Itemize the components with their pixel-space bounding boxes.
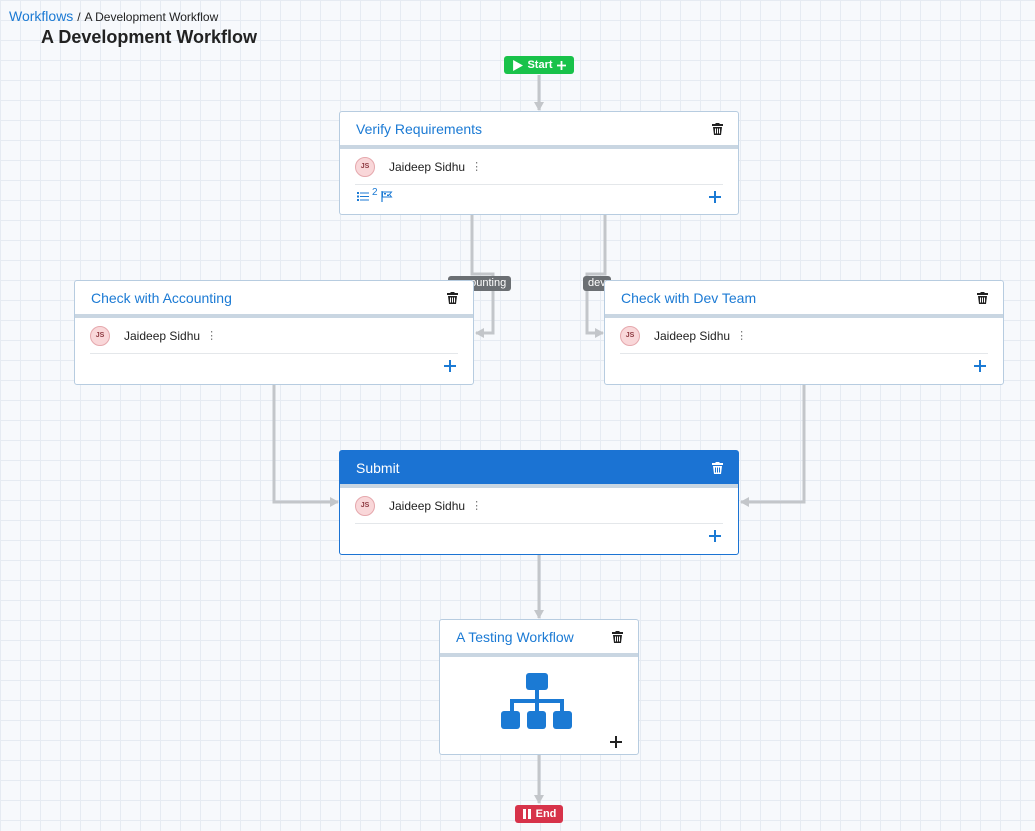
node-check-with-dev-team[interactable]: Check with Dev Team JS Jaideep Sidhu ⋮ xyxy=(604,280,1004,385)
node-footer: 2 xyxy=(355,185,723,213)
breadcrumb-workflows-link[interactable]: Workflows xyxy=(9,8,74,24)
assignee-name: Jaideep Sidhu xyxy=(654,328,731,343)
avatar: JS xyxy=(620,325,640,346)
start-node[interactable]: Start xyxy=(504,56,574,74)
checklist-indicator[interactable]: 2 xyxy=(357,187,393,202)
node-header: Verify Requirements xyxy=(340,112,738,149)
breadcrumb: Workflows / A Development Workflow xyxy=(9,8,218,24)
node-header: Check with Dev Team xyxy=(605,281,1003,318)
trash-icon[interactable] xyxy=(977,291,988,304)
add-step-button[interactable] xyxy=(610,736,622,748)
play-icon xyxy=(513,59,524,71)
node-check-with-accounting[interactable]: Check with Accounting JS Jaideep Sidhu ⋮ xyxy=(74,280,474,385)
node-header: Submit xyxy=(340,451,738,488)
node-footer xyxy=(90,354,458,382)
pause-icon xyxy=(522,809,531,819)
edge-verify-dev xyxy=(585,215,607,338)
start-label: Start xyxy=(527,59,553,71)
node-header: Check with Accounting xyxy=(75,281,473,318)
avatar: JS xyxy=(355,156,375,177)
add-step-button[interactable] xyxy=(974,360,986,372)
assignee-name: Jaideep Sidhu xyxy=(124,328,201,343)
avatar: JS xyxy=(90,325,110,346)
more-options-icon[interactable]: ⋮ xyxy=(471,500,483,512)
node-submit[interactable]: Submit JS Jaideep Sidhu ⋮ xyxy=(339,450,739,555)
assignee-name: Jaideep Sidhu xyxy=(389,159,466,174)
trash-icon[interactable] xyxy=(612,630,623,643)
node-footer xyxy=(620,354,988,382)
add-step-button[interactable] xyxy=(709,191,721,203)
node-title[interactable]: Submit xyxy=(356,459,400,476)
trash-icon[interactable] xyxy=(712,122,723,135)
plus-icon[interactable] xyxy=(556,60,566,70)
edge-dev-submit xyxy=(740,385,806,507)
add-step-button[interactable] xyxy=(709,530,721,542)
node-title[interactable]: Verify Requirements xyxy=(356,120,483,137)
edge-accounting-submit xyxy=(272,385,339,507)
edge-label-dev[interactable]: dev xyxy=(583,276,611,291)
breadcrumb-separator: / xyxy=(77,10,81,24)
node-a-testing-workflow[interactable]: A Testing Workflow xyxy=(439,619,639,755)
checklist-count: 2 xyxy=(372,187,378,198)
avatar: JS xyxy=(355,495,375,516)
flag-icon xyxy=(380,191,393,202)
assignee-name: Jaideep Sidhu xyxy=(389,498,466,513)
more-options-icon[interactable]: ⋮ xyxy=(471,161,483,173)
assignee-row: JS Jaideep Sidhu ⋮ xyxy=(620,318,988,354)
sitemap-icon xyxy=(501,673,572,729)
end-label: End xyxy=(535,808,557,820)
trash-icon[interactable] xyxy=(712,461,723,474)
assignee-row: JS Jaideep Sidhu ⋮ xyxy=(355,149,723,185)
more-options-icon[interactable]: ⋮ xyxy=(206,330,218,342)
more-options-icon[interactable]: ⋮ xyxy=(736,330,748,342)
node-title[interactable]: A Testing Workflow xyxy=(456,628,574,645)
node-header: A Testing Workflow xyxy=(440,620,638,657)
node-footer xyxy=(355,524,723,552)
checklist-icon xyxy=(357,192,369,201)
node-title[interactable]: Check with Dev Team xyxy=(621,289,757,306)
assignee-row: JS Jaideep Sidhu ⋮ xyxy=(90,318,458,354)
page-title: A Development Workflow xyxy=(41,27,258,47)
trash-icon[interactable] xyxy=(447,291,458,304)
add-step-button[interactable] xyxy=(444,360,456,372)
node-title[interactable]: Check with Accounting xyxy=(91,289,232,306)
end-node[interactable]: End xyxy=(515,805,563,823)
assignee-row: JS Jaideep Sidhu ⋮ xyxy=(355,488,723,524)
node-verify-requirements[interactable]: Verify Requirements JS Jaideep Sidhu ⋮ 2 xyxy=(339,111,739,215)
breadcrumb-current: A Development Workflow xyxy=(84,10,219,24)
edge-verify-accounting xyxy=(470,215,495,338)
